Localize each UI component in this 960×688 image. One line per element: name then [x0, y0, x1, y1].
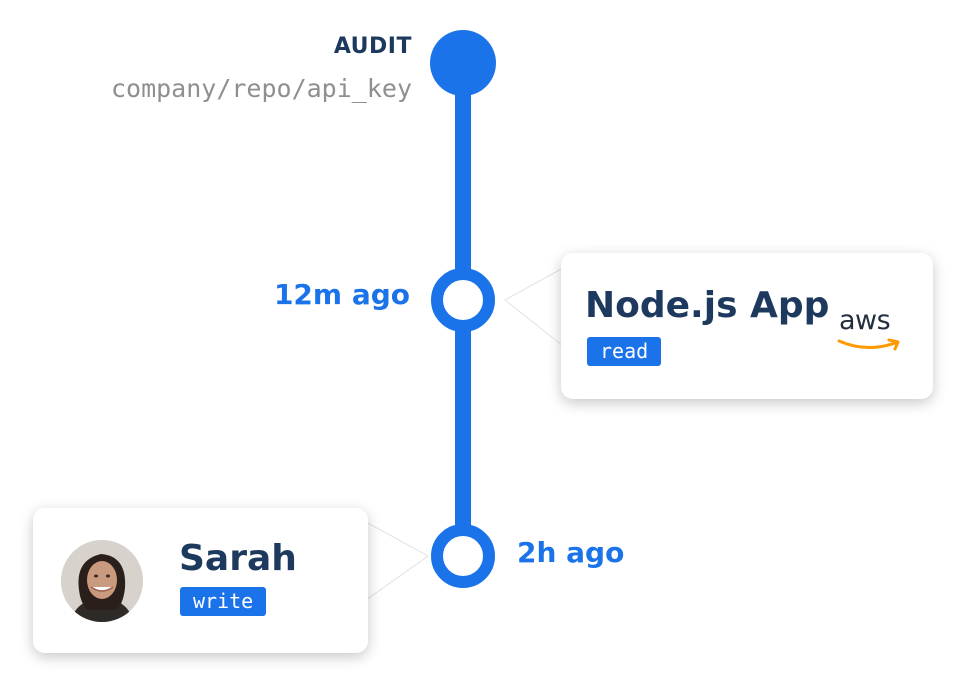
callout-pointer-user	[365, 521, 429, 601]
aws-logo-icon: aws	[837, 305, 903, 353]
event-card-user[interactable]: Sarah write	[33, 508, 368, 653]
avatar	[61, 540, 143, 622]
timeline-node-event-2[interactable]	[431, 524, 495, 588]
actor-name: Node.js App	[585, 285, 830, 326]
event-time: 12m ago	[273, 278, 410, 311]
avatar-photo	[61, 540, 143, 622]
permission-badge: write	[180, 587, 267, 616]
aws-smile-icon	[837, 338, 900, 351]
event-time: 2h ago	[517, 536, 625, 569]
aws-logo-text: aws	[839, 305, 891, 336]
timeline-node-event-1[interactable]	[431, 268, 495, 332]
permission-badge: read	[587, 337, 662, 366]
event-card-app[interactable]: Node.js App read aws	[561, 253, 933, 399]
timeline-node-start	[430, 30, 496, 96]
audit-title: AUDIT	[333, 34, 412, 59]
audit-path: company/repo/api_key	[110, 74, 412, 103]
callout-pointer-app	[504, 267, 564, 348]
actor-name: Sarah	[179, 538, 297, 579]
